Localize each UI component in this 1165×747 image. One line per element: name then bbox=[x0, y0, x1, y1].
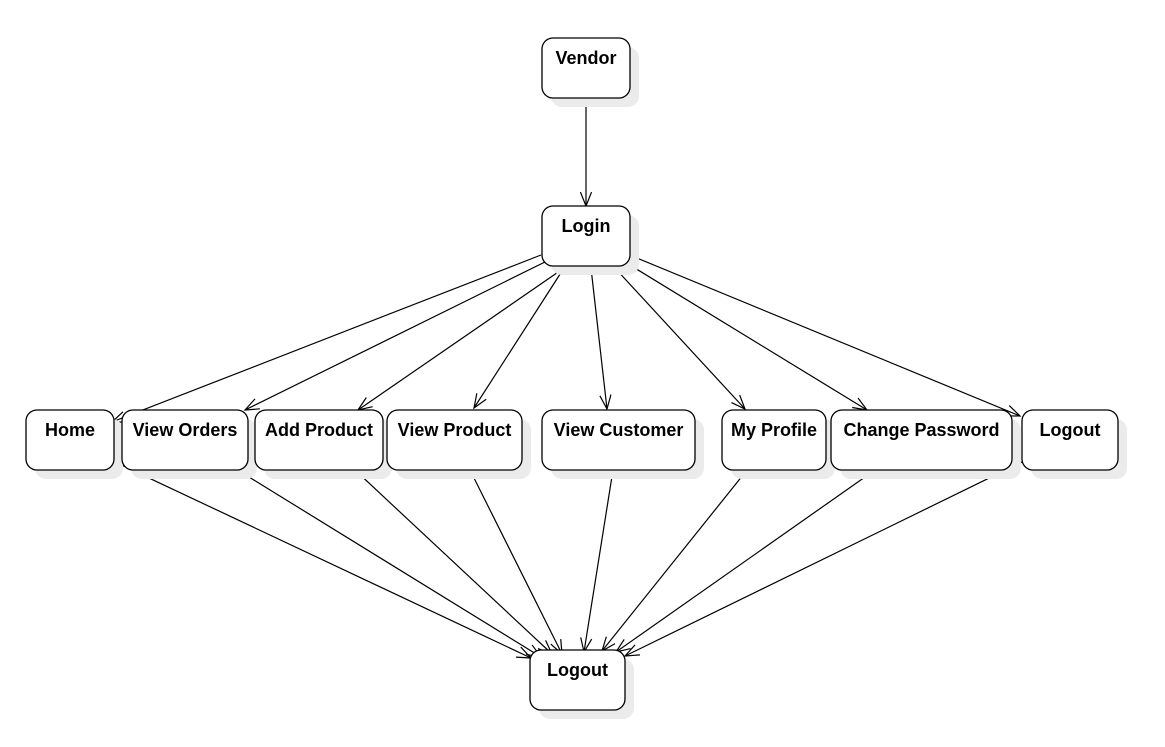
edge-view_orders-to-logout_end bbox=[235, 468, 542, 658]
arrowhead-view_orders bbox=[243, 398, 261, 411]
node-label: Logout bbox=[1040, 420, 1101, 440]
arrowhead-logout_end bbox=[623, 644, 641, 657]
edge-my_profile-to-logout_end bbox=[601, 469, 748, 652]
node-logout-end: Logout bbox=[529, 649, 634, 719]
node-my-profile: My Profile bbox=[721, 409, 835, 479]
node-view-product: View Product bbox=[386, 409, 531, 479]
node-home: Home bbox=[25, 409, 123, 479]
node-box bbox=[830, 409, 1013, 471]
node-login: Login bbox=[541, 205, 639, 275]
node-logout-menu: Logout bbox=[1021, 409, 1127, 479]
node-box bbox=[721, 409, 827, 471]
node-change-password: Change Password bbox=[830, 409, 1021, 479]
edge-login-to-logout_menu bbox=[631, 255, 1021, 417]
edge-login-to-my_profile bbox=[613, 266, 746, 410]
node-add-product: Add Product bbox=[254, 409, 392, 479]
edge-login-to-view_customer bbox=[590, 267, 608, 410]
node-box bbox=[386, 409, 523, 471]
edge-login-to-home bbox=[111, 254, 542, 423]
node-label: My Profile bbox=[731, 420, 817, 440]
edge-view_product-to-logout_end bbox=[469, 469, 563, 655]
node-box bbox=[541, 37, 631, 99]
node-view-customer: View Customer bbox=[541, 409, 704, 479]
edge-home-to-logout_end bbox=[114, 461, 532, 659]
node-label: View Product bbox=[398, 420, 512, 440]
node-box bbox=[541, 205, 631, 267]
edge-login-to-change_password bbox=[624, 261, 868, 411]
node-label: Vendor bbox=[555, 48, 616, 68]
node-label: Home bbox=[45, 420, 95, 440]
edge-add_product-to-logout_end bbox=[354, 469, 553, 655]
node-label: View Customer bbox=[554, 420, 684, 440]
node-view-orders: View Orders bbox=[121, 409, 257, 479]
node-box bbox=[529, 649, 626, 711]
node-box bbox=[1021, 409, 1119, 471]
node-label: Login bbox=[562, 216, 611, 236]
edge-view_customer-to-logout_end bbox=[583, 469, 614, 653]
edge-login-to-add_product bbox=[357, 265, 568, 411]
node-label: View Orders bbox=[133, 420, 238, 440]
edge-login-to-view_product bbox=[473, 267, 565, 409]
edge-logout_menu-to-logout_end bbox=[624, 461, 1023, 657]
node-box bbox=[254, 409, 384, 471]
node-box bbox=[541, 409, 696, 471]
arrowhead-view_customer bbox=[599, 394, 612, 411]
node-vendor: Vendor bbox=[541, 37, 639, 107]
node-label: Logout bbox=[547, 660, 608, 680]
edges bbox=[110, 98, 1023, 659]
node-label: Change Password bbox=[843, 420, 999, 440]
node-box bbox=[25, 409, 115, 471]
arrowhead-my_profile bbox=[731, 394, 747, 411]
arrowhead-view_product bbox=[473, 393, 487, 410]
edge-change_password-to-logout_end bbox=[615, 469, 876, 653]
node-box bbox=[121, 409, 249, 471]
node-label: Add Product bbox=[265, 420, 373, 440]
edge-login-to-view_orders bbox=[244, 259, 550, 411]
